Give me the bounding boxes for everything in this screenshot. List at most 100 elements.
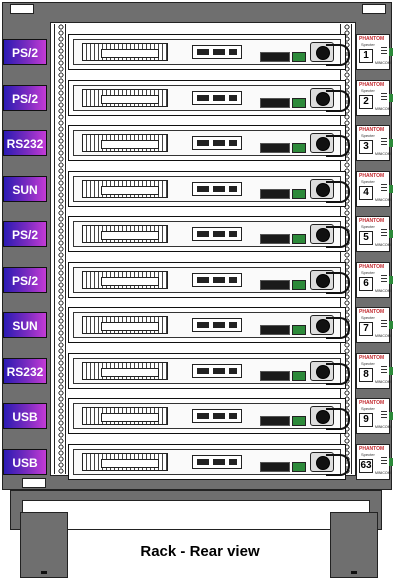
dongle-model: Specter: [361, 88, 375, 93]
dongle-connector-tab: [389, 230, 393, 238]
usb-port: [292, 462, 306, 472]
ps2-port-icon: [229, 368, 237, 374]
dongle-number: 4: [359, 186, 373, 200]
power-supply-handle: [101, 459, 159, 468]
dongle-model: Specter: [361, 361, 375, 366]
ps2-port-icon: [229, 322, 237, 328]
dongle-brand: PHANTOM: [359, 218, 385, 224]
dongle-brand: PHANTOM: [359, 264, 385, 270]
serial-port-icon: [197, 49, 209, 55]
dongle-connector-tab: [389, 185, 393, 193]
dongle-brand: PHANTOM: [359, 400, 385, 406]
vga-port-icon: [213, 231, 225, 237]
power-supply: [82, 180, 168, 198]
dongle-logo: MINICOM: [375, 425, 391, 429]
dongle-model: Specter: [361, 224, 375, 229]
serial-port-icon: [197, 140, 209, 146]
serial-port-icon: [197, 413, 209, 419]
power-supply-handle: [101, 322, 159, 331]
dongle-logo: MINICOM: [375, 152, 391, 156]
vga-port-icon: [213, 277, 225, 283]
kvm-cable: [326, 454, 350, 476]
connection-type-label: USB: [3, 403, 47, 429]
usb-port: [292, 52, 306, 62]
dongle-model: Specter: [361, 179, 375, 184]
dongle-led-icon: [381, 47, 387, 55]
vga-port-icon: [213, 186, 225, 192]
vga-port-icon: [213, 459, 225, 465]
io-panel: [192, 409, 242, 423]
server-unit: [68, 307, 346, 343]
dongle-number: 6: [359, 277, 373, 291]
dongle-logo: MINICOM: [375, 289, 391, 293]
rack-rail-left: [54, 24, 66, 474]
connection-type-label: PS/2: [3, 85, 47, 111]
ps2-port-icon: [229, 277, 237, 283]
dongle-number: 8: [359, 368, 373, 382]
foot-hole: [41, 571, 47, 574]
server-rear-panel: [73, 85, 341, 111]
kvm-cable: [326, 90, 350, 112]
io-panel: [192, 364, 242, 378]
network-port: [260, 325, 290, 335]
dongle-led-icon: [381, 275, 387, 283]
dongle-led-icon: [381, 411, 387, 419]
usb-port: [292, 325, 306, 335]
dongle-logo: MINICOM: [375, 198, 391, 202]
power-supply: [82, 89, 168, 107]
vga-port-icon: [213, 140, 225, 146]
dongle-led-icon: [381, 138, 387, 146]
io-panel: [192, 227, 242, 241]
dongle-number: 63: [359, 459, 373, 473]
ps2-port-icon: [229, 231, 237, 237]
dongle-model: Specter: [361, 42, 375, 47]
rack-foot-right: [330, 512, 378, 578]
dongle-logo: MINICOM: [375, 107, 391, 111]
connection-type-label: PS/2: [3, 39, 47, 65]
connection-type-label: PS/2: [3, 221, 47, 247]
foot-hole: [351, 571, 357, 574]
io-panel: [192, 318, 242, 332]
connection-type-label: SUN: [3, 176, 47, 202]
dongle-brand: PHANTOM: [359, 36, 385, 42]
serial-port-icon: [197, 186, 209, 192]
server-unit: [68, 398, 346, 434]
dongle-brand: PHANTOM: [359, 127, 385, 133]
power-supply: [82, 134, 168, 152]
ps2-port-icon: [229, 186, 237, 192]
server-rear-panel: [73, 267, 341, 293]
server-unit: [68, 171, 346, 207]
dongle-brand: PHANTOM: [359, 309, 385, 315]
dongle-brand: PHANTOM: [359, 446, 385, 452]
dongle-model: Specter: [361, 133, 375, 138]
power-supply: [82, 271, 168, 289]
dongle-model: Specter: [361, 270, 375, 275]
dongle-number: 1: [359, 49, 373, 63]
dongle-logo: MINICOM: [375, 334, 391, 338]
usb-port: [292, 416, 306, 426]
server-rear-panel: [73, 39, 341, 65]
ps2-port-icon: [229, 140, 237, 146]
rack-top-vent-right: [362, 4, 386, 14]
dongle-number: 5: [359, 231, 373, 245]
dongle-brand: PHANTOM: [359, 82, 385, 88]
serial-port-icon: [197, 231, 209, 237]
power-supply: [82, 43, 168, 61]
dongle-connector-tab: [389, 276, 393, 284]
vga-port-icon: [213, 95, 225, 101]
ps2-port-icon: [229, 95, 237, 101]
io-panel: [192, 45, 242, 59]
power-supply-handle: [101, 231, 159, 240]
kvm-cable: [326, 408, 350, 430]
kvm-cable: [326, 363, 350, 385]
usb-port: [292, 143, 306, 153]
server-unit: [68, 262, 346, 298]
usb-port: [292, 280, 306, 290]
connection-type-label: RS232: [3, 130, 47, 156]
server-rear-panel: [73, 176, 341, 202]
